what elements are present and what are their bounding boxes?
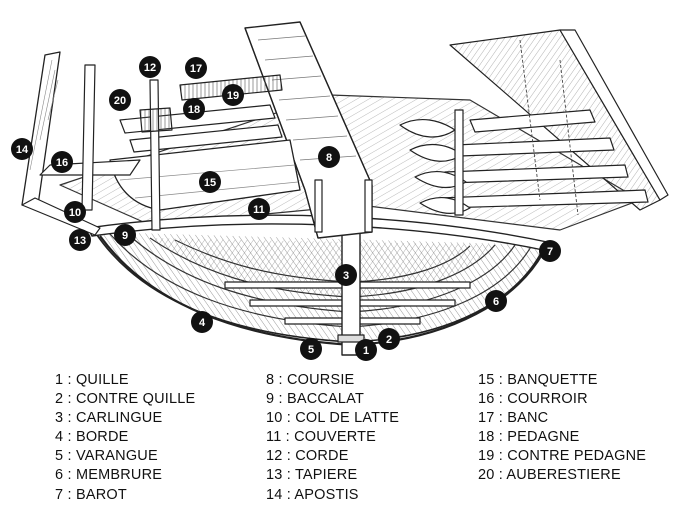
svg-text:8: 8 [326,152,332,164]
legend-column-3: 15 : BANQUETTE 16 : COURROIR 17 : BANC 1… [478,371,646,486]
legend-item: 12 : CORDE [266,448,349,465]
callout-10: 10 [64,201,86,223]
apostis [21,51,61,206]
legend-item: 20 : AUBERESTIERE [478,467,621,484]
callout-16: 16 [51,151,73,173]
legend-item: 1 : QUILLE [55,372,129,388]
svg-text:20: 20 [114,95,126,107]
legend-item: 19 : CONTRE PEDAGNE [478,448,647,465]
callout-markers: 1 2 3 4 5 6 7 8 9 10 11 12 13 14 15 16 1… [11,56,561,361]
svg-text:19: 19 [227,90,239,102]
legend-item: 4 : BORDE [55,429,129,446]
svg-text:14: 14 [16,144,29,156]
legend-item: 15 : BANQUETTE [478,372,598,388]
svg-text:17: 17 [190,63,202,75]
svg-text:15: 15 [204,177,216,189]
svg-text:13: 13 [74,235,86,247]
legend-item: 14 : APOSTIS [266,486,359,503]
callout-7: 7 [539,240,561,262]
svg-text:4: 4 [199,317,206,329]
legend-item: 8 : COURSIE [266,372,355,388]
legend-column-2: 8 : COURSIE 9 : BACCALAT 10 : COL DE LAT… [266,371,399,505]
svg-text:10: 10 [69,207,81,219]
callout-1: 1 [355,339,377,361]
callout-2: 2 [378,328,400,350]
callout-8: 8 [318,146,340,168]
callout-6: 6 [485,290,507,312]
svg-text:16: 16 [56,157,68,169]
legend-item: 13 : TAPIERE [266,467,358,484]
legend-item: 11 : COUVERTE [266,429,377,446]
callout-13: 13 [69,229,91,251]
callout-3: 3 [335,264,357,286]
legend-item: 7 : BAROT [55,486,127,503]
svg-text:1: 1 [363,345,369,357]
svg-text:9: 9 [122,230,128,242]
svg-text:3: 3 [343,270,349,282]
callout-19: 19 [222,84,244,106]
legend-item: 18 : PEDAGNE [478,429,580,446]
callout-14: 14 [11,138,33,160]
legend-column-1: 1 : QUILLE 2 : CONTRE QUILLE 3 : CARLING… [55,371,195,505]
legend-item: 9 : BACCALAT [266,391,365,408]
svg-text:2: 2 [386,334,392,346]
legend-item: 10 : COL DE LATTE [266,410,400,427]
callout-4: 4 [191,311,213,333]
callout-20: 20 [109,89,131,111]
callout-15: 15 [199,171,221,193]
legend-item: 16 : COURROIR [478,391,588,408]
callout-5: 5 [300,338,322,360]
legend-item: 6 : MEMBRURE [55,467,163,484]
callout-12: 12 [139,56,161,78]
legend-item: 17 : BANC [478,410,549,427]
callout-11: 11 [248,198,270,220]
hull-drawing [21,21,669,356]
legend-item: 2 : CONTRE QUILLE [55,391,196,408]
legend-item: 5 : VARANGUE [55,448,158,465]
svg-text:6: 6 [493,296,499,308]
legend-item: 3 : CARLINGUE [55,410,163,427]
svg-text:11: 11 [253,204,265,216]
svg-text:18: 18 [188,104,200,116]
svg-text:12: 12 [144,62,156,74]
svg-text:5: 5 [308,344,314,356]
callout-9: 9 [114,224,136,246]
callout-17: 17 [185,57,207,79]
svg-text:7: 7 [547,246,553,258]
callout-18: 18 [183,98,205,120]
